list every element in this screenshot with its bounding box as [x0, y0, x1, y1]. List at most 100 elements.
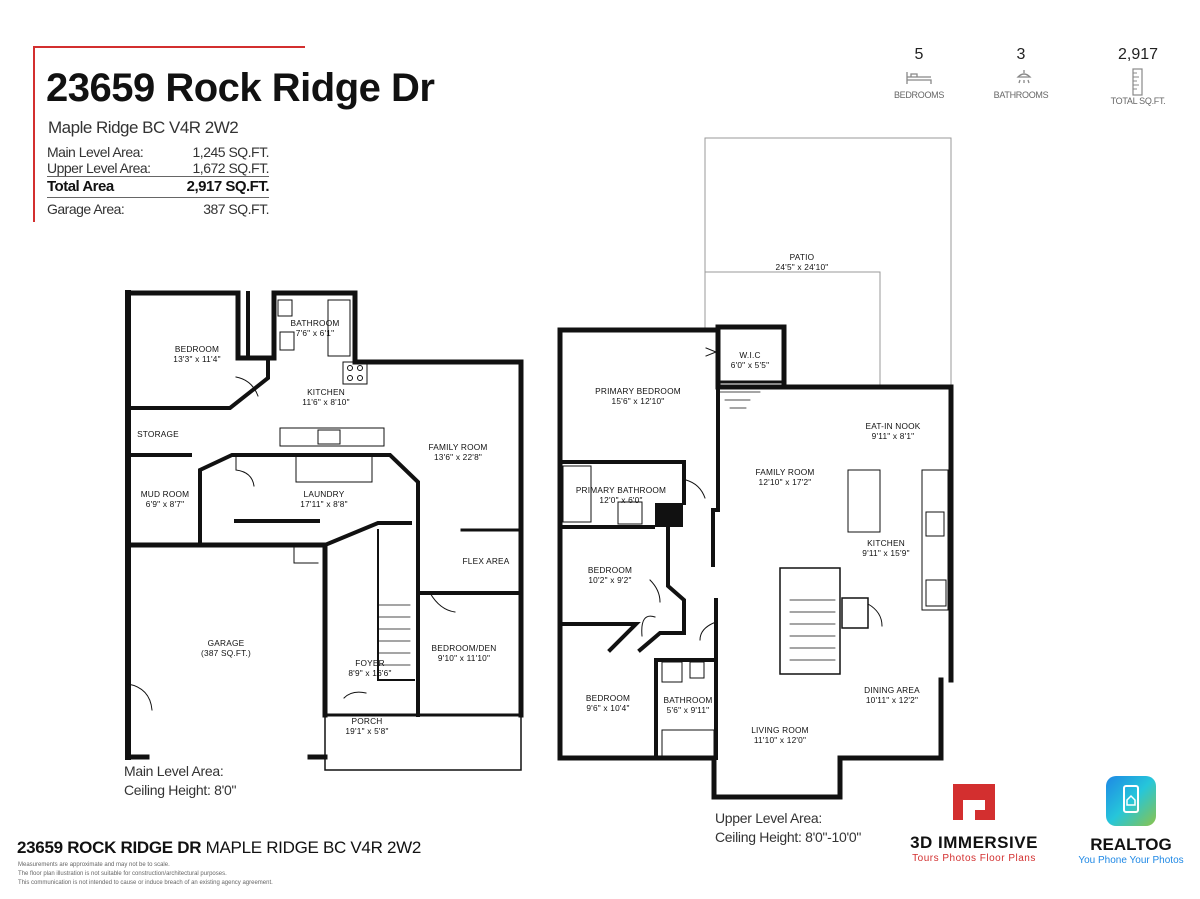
header-frame-left — [33, 46, 35, 222]
stairs — [789, 599, 836, 661]
room-name: PRIMARY BEDROOM — [595, 386, 681, 396]
wall — [715, 327, 954, 683]
stat-value: 5 — [914, 46, 924, 63]
area-label: Upper Level Area: — [47, 160, 151, 176]
stairwell — [779, 567, 841, 675]
stairs — [719, 391, 761, 409]
sink-icon — [617, 501, 643, 525]
room-name: BATHROOM — [664, 695, 713, 705]
room-dims: 19'1" x 5'8" — [345, 726, 388, 736]
sink-icon — [279, 331, 295, 351]
brand-tagline: You Phone Your Photos — [1078, 855, 1184, 866]
main-level-area-row: Main Level Area: 1,245 SQ.FT. — [47, 144, 270, 160]
stat-label: BEDROOMS — [893, 90, 945, 100]
toilet-icon — [277, 299, 293, 317]
stat-label: BATHROOMS — [993, 90, 1049, 100]
patio-outline — [704, 271, 881, 388]
upper-level-labels: PATIO 24'5" x 24'10" W.I.C 6'0" x 5'5" P… — [576, 252, 921, 745]
room-dims: 11'10" x 12'0" — [754, 735, 806, 745]
room-dims: 9'11" x 8'1" — [872, 431, 915, 441]
bed-icon — [906, 72, 932, 84]
door-swing — [293, 544, 319, 564]
room-dims: 10'2" x 9'2" — [588, 575, 631, 585]
room-name: KITCHEN — [307, 387, 345, 397]
room-name: FLEX AREA — [463, 556, 510, 566]
room-name: PRIMARY BATHROOM — [576, 485, 666, 495]
stove-icon — [925, 579, 947, 607]
wall — [198, 453, 523, 595]
wall — [125, 542, 328, 718]
room-dims: 12'0" x 6'0" — [599, 495, 642, 505]
room-name: FOYER — [355, 658, 385, 668]
room-dims: 10'11" x 12'2" — [866, 695, 918, 705]
door-swing — [649, 579, 661, 603]
brand-realtog: REALTOG You Phone Your Photos — [1066, 776, 1196, 866]
room-name: LAUNDRY — [304, 489, 345, 499]
upper-level-ceiling: Ceiling Height: 8'0"-10'0" — [715, 829, 862, 845]
room-name: FAMILY ROOM — [755, 467, 814, 477]
total-area-row: Total Area 2,917 SQ.FT. — [47, 178, 270, 195]
room-name: FAMILY ROOM — [428, 442, 487, 452]
area-divider — [47, 176, 269, 177]
door-swing — [429, 592, 456, 613]
wall — [234, 519, 412, 548]
laundry-counter — [295, 455, 373, 483]
wall — [377, 529, 415, 681]
brand-tagline: Tours Photos Floor Plans — [912, 853, 1036, 864]
listing-title: 23659 Rock Ridge Dr — [46, 66, 435, 110]
stat-bedrooms: 5 BEDROOMS — [864, 46, 974, 100]
brand-name: 3D IMMERSIVE — [910, 833, 1038, 852]
room-name: STORAGE — [137, 429, 179, 439]
upper-level-plan — [557, 137, 954, 800]
chimney-block — [655, 503, 683, 527]
shower-icon — [1016, 70, 1032, 84]
room-name: BEDROOM — [175, 344, 219, 354]
room-name: GARAGE — [208, 638, 245, 648]
door-swing — [235, 454, 255, 487]
room-name: LIVING ROOM — [751, 725, 809, 735]
kitchen-island — [279, 427, 385, 447]
room-dims: 24'5" x 24'10" — [776, 262, 829, 272]
wall — [126, 360, 270, 410]
footer-address: 23659 ROCK RIDGE DR MAPLE RIDGE BC V4R 2… — [17, 838, 421, 858]
door-swing — [235, 376, 259, 397]
room-name: PORCH — [352, 716, 383, 726]
stat-bathrooms: 3 BATHROOMS — [966, 46, 1076, 100]
brand-name: REALTOG — [1090, 835, 1172, 854]
room-name: KITCHEN — [867, 538, 905, 548]
room-dims: 9'11" x 15'9" — [862, 548, 910, 558]
disclaimer-line: The floor plan illustration is not suita… — [18, 871, 227, 877]
wall — [711, 385, 720, 567]
wall — [654, 658, 718, 760]
room-name: DINING AREA — [864, 685, 920, 695]
stat-label: TOTAL SQ.FT. — [1110, 96, 1166, 106]
footer-address-street: 23659 ROCK RIDGE DR — [17, 838, 202, 857]
pantry — [841, 597, 869, 629]
door-swing — [127, 683, 153, 711]
realtog-app-icon — [1106, 776, 1156, 826]
room-name: BEDROOM — [588, 565, 632, 575]
room-name: MUD ROOM — [141, 489, 190, 499]
door-swing — [699, 621, 717, 641]
sink-icon — [661, 661, 683, 683]
upper-level-area-row: Upper Level Area: 1,672 SQ.FT. — [47, 160, 270, 176]
room-dims: 12'10" x 17'2" — [759, 477, 812, 487]
disclaimer-line: Measurements are approximate and may not… — [18, 862, 170, 868]
upper-level-caption: Upper Level Area: — [715, 810, 822, 826]
room-name: BEDROOM/DEN — [432, 643, 497, 653]
door-swing — [705, 347, 718, 357]
stat-value: 2,917 — [1117, 46, 1159, 63]
porch-outline — [324, 696, 522, 771]
footer-address-city: MAPLE RIDGE BC V4R 2W2 — [205, 838, 422, 857]
stairs — [377, 604, 411, 666]
main-level-ceiling: Ceiling Height: 8'0" — [124, 782, 237, 798]
toilet-icon — [689, 661, 705, 679]
garage-value: 387 SQ.FT. — [203, 201, 269, 217]
main-level-labels: BEDROOM 13'3" x 11'4" BATHROOM 7'6" x 6'… — [137, 318, 510, 736]
room-dims: (387 SQ.FT.) — [201, 648, 251, 658]
room-dims: 13'6" x 22'8" — [434, 452, 482, 462]
garage-area-row: Garage Area: 387 SQ.FT. — [47, 201, 269, 217]
door-swing — [867, 603, 883, 627]
wall — [558, 525, 686, 653]
